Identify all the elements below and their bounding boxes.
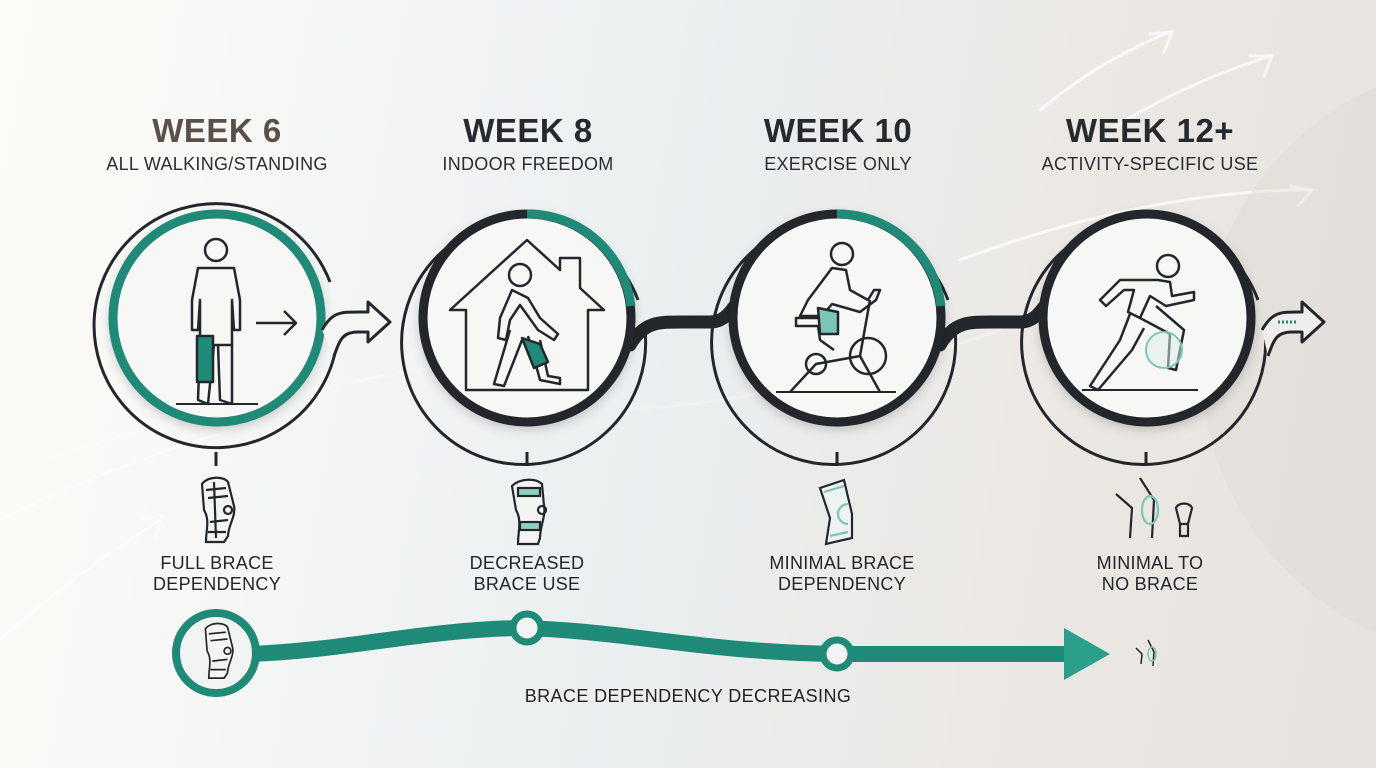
stage-1-header: WEEK 6 ALL WALKING/STANDING xyxy=(67,112,367,175)
stage-1-week: WEEK 6 xyxy=(152,112,282,149)
stage-drop-ticks xyxy=(214,452,1148,466)
label-line-2: DEPENDENCY xyxy=(777,574,907,594)
person-on-exercise-bike-icon xyxy=(776,241,896,393)
timeline-end-knee-icon xyxy=(1135,639,1157,667)
bare-knee-icon xyxy=(1115,477,1194,539)
stage-1-dependency-label: FULL BRACE DEPENDENCY xyxy=(97,553,337,595)
stage-2-header: WEEK 8 INDOOR FREEDOM xyxy=(378,112,678,175)
stage-4-dependency-label: MINIMAL TO NO BRACE xyxy=(1030,553,1270,595)
label-line-1: MINIMAL TO xyxy=(1096,553,1204,573)
stage-4-subtitle: ACTIVITY-SPECIFIC USE xyxy=(1041,154,1259,174)
label-line-1: DECREASED xyxy=(469,553,585,573)
stage-3-header: WEEK 10 EXERCISE ONLY xyxy=(688,112,988,175)
stage-4-header: WEEK 12+ ACTIVITY-SPECIFIC USE xyxy=(1000,112,1300,175)
stage-2-subtitle: INDOOR FREEDOM xyxy=(442,154,614,174)
stage-1-subtitle: ALL WALKING/STANDING xyxy=(106,154,328,174)
stage-2-week: WEEK 8 xyxy=(463,112,593,149)
standing-person-with-knee-brace-icon xyxy=(176,237,298,406)
knee-sleeve-icon xyxy=(818,478,854,546)
label-line-2: DEPENDENCY xyxy=(152,574,282,594)
knee-brace-with-straps-icon xyxy=(510,478,548,546)
label-line-2: BRACE USE xyxy=(473,574,581,594)
stage-3-circle xyxy=(710,209,958,466)
stage-1-circle xyxy=(92,202,392,450)
dependency-timeline xyxy=(172,609,1157,697)
stage-3-dependency-label: MINIMAL BRACE DEPENDENCY xyxy=(722,553,962,595)
hinged-knee-brace-icon xyxy=(200,476,236,544)
running-person-icon xyxy=(1082,253,1198,392)
timeline-label: BRACE DEPENDENCY DECREASING xyxy=(524,686,852,706)
stage-3-subtitle: EXERCISE ONLY xyxy=(764,154,912,174)
stage-3-week: WEEK 10 xyxy=(763,112,913,149)
timeline-start-brace-icon xyxy=(204,622,234,679)
stage-2-dependency-label: DECREASED BRACE USE xyxy=(407,553,647,595)
stage-4-circle xyxy=(1020,209,1326,466)
label-line-1: FULL BRACE xyxy=(160,553,274,573)
person-walking-in-house-icon xyxy=(448,238,606,392)
label-line-1: MINIMAL BRACE xyxy=(769,553,915,573)
stage-2-circle xyxy=(400,209,648,466)
label-line-2: NO BRACE xyxy=(1101,574,1199,594)
stage-4-week: WEEK 12+ xyxy=(1065,112,1235,149)
